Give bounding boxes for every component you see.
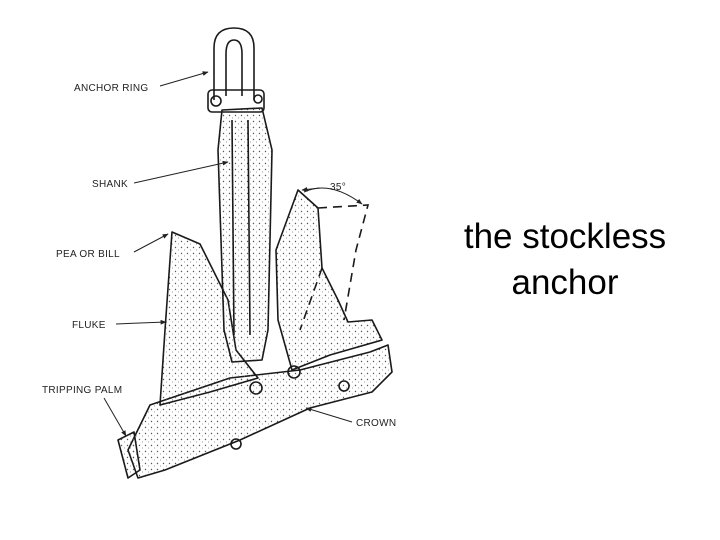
crown-pin-left — [249, 381, 263, 395]
caption-line-1: the stockless — [463, 217, 667, 256]
anchor-drawing — [117, 27, 393, 479]
right-fluke-shape — [275, 189, 383, 371]
tripping-palm-shape — [117, 431, 141, 479]
label-shank: SHANK — [92, 179, 128, 190]
anchor-ring-shape — [213, 27, 255, 100]
crown-pin-right — [287, 365, 301, 379]
slide-caption: the stockless anchor — [420, 214, 710, 306]
angle-arc — [303, 187, 363, 205]
shackle-pin-icon — [210, 95, 222, 107]
angle-label: 35° — [330, 182, 346, 193]
label-anchor-ring: ANCHOR RING — [74, 83, 148, 94]
label-tripping-palm: TRIPPING PALM — [42, 385, 122, 396]
label-fluke: FLUKE — [72, 320, 106, 331]
label-pea-or-bill: PEA OR BILL — [56, 249, 120, 260]
label-crown: CROWN — [356, 418, 396, 429]
caption-line-2: anchor — [511, 263, 619, 302]
shank-shape — [217, 107, 273, 363]
